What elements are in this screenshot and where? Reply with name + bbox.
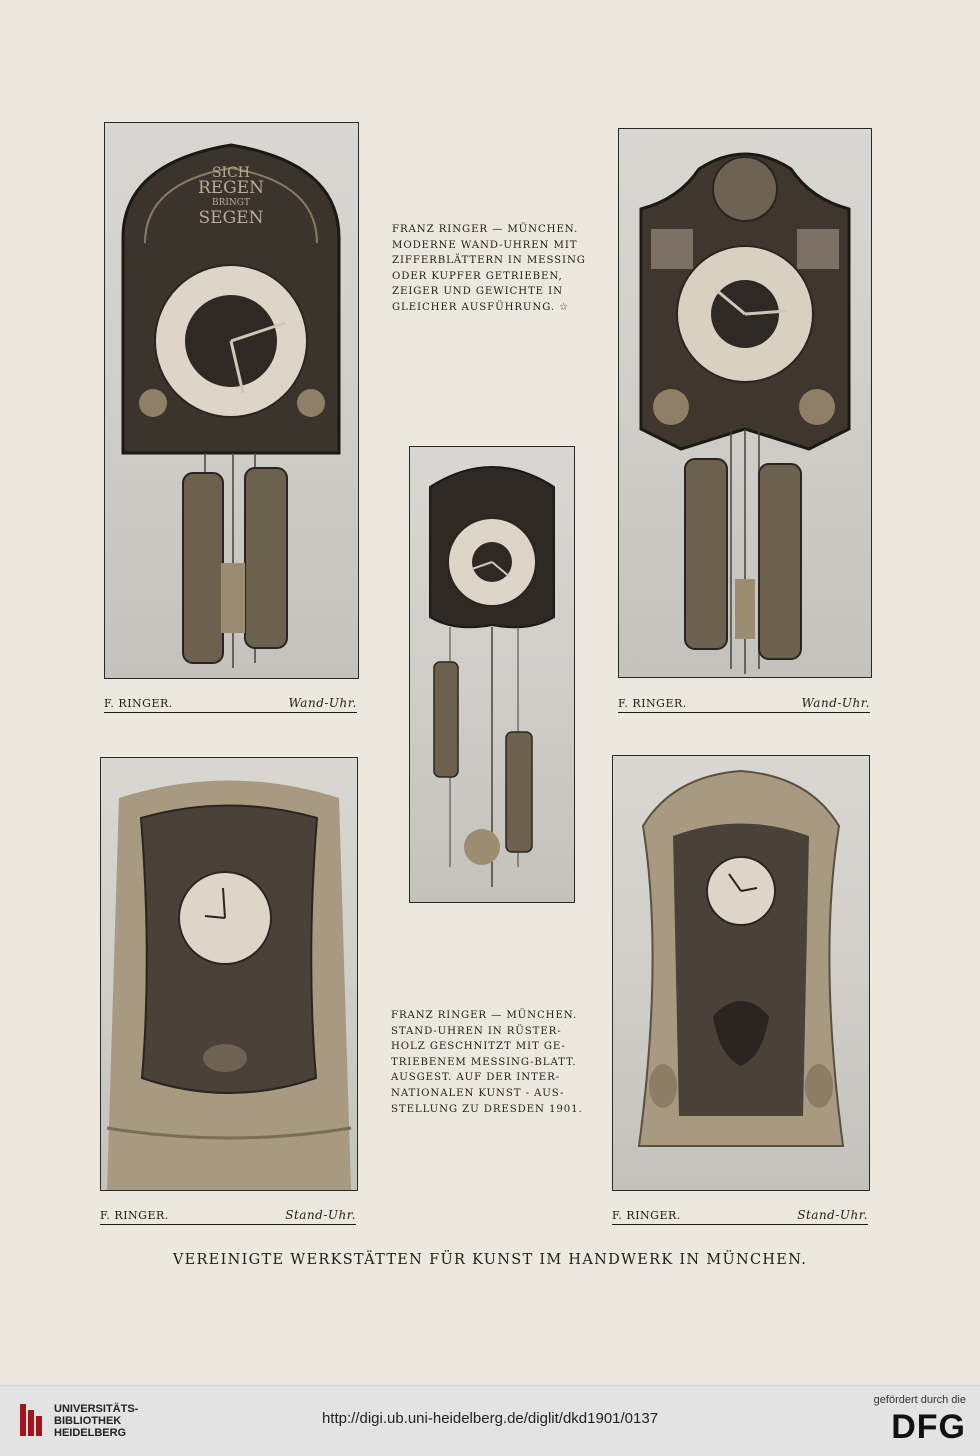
caption-plate-1: F. RINGER. Wand-Uhr. — [104, 694, 357, 713]
university-name-line: HEIDELBERG — [54, 1427, 127, 1439]
text-line: FRANZ RINGER — MÜNCHEN. — [391, 1010, 578, 1021]
caption-type: Stand-Uhr. — [797, 1208, 868, 1222]
photo-wall-clock-1: SICH REGEN BRINGT SEGEN — [104, 122, 359, 679]
text-line: STELLUNG ZU DRESDEN 1901. — [391, 1103, 583, 1115]
university-logo-icon — [20, 1404, 42, 1436]
text-line: AUSGEST. AUF DER INTER- — [391, 1072, 560, 1084]
clock-illustration-4 — [637, 769, 845, 1147]
photo-standing-clock-2 — [612, 755, 870, 1191]
photo-standing-clock-1 — [100, 757, 358, 1191]
caption-maker: F. RINGER. — [104, 696, 173, 710]
clock-illustration-center — [429, 466, 555, 887]
text-line: TRIEBENEM MESSING-BLATT. — [391, 1056, 577, 1068]
text-line: ODER KUPFER GETRIEBEN, — [392, 270, 563, 282]
photo-wall-clock-2 — [618, 128, 872, 678]
dfg-logo: DFG — [891, 1408, 966, 1446]
photo-wall-clock-center — [409, 446, 575, 903]
university-name-line: UNIVERSITÄTS- — [54, 1403, 139, 1415]
caption-type: Wand-Uhr. — [801, 696, 870, 710]
funded-by-label: gefördert durch die — [873, 1394, 966, 1406]
text-line: GLEICHER AUSFÜHRUNG. ☆ — [392, 301, 570, 313]
university-name: UNIVERSITÄTS- BIBLIOTHEK HEIDELBERG — [54, 1403, 138, 1439]
text-line: HOLZ GESCHNITZT MIT GE- — [391, 1041, 566, 1053]
dial-motto-4: SEGEN — [199, 208, 264, 228]
caption-plate-3: F. RINGER. Stand-Uhr. — [100, 1206, 356, 1225]
clock-illustration-2 — [639, 152, 851, 674]
text-line: NATIONALEN KUNST - AUS- — [391, 1087, 565, 1099]
page-footer-title: VEREINIGTE WERKSTÄTTEN FÜR KUNST IM HAND… — [172, 1252, 808, 1268]
clock-illustration-3 — [106, 780, 352, 1190]
text-line: FRANZ RINGER — MÜNCHEN. — [392, 224, 579, 235]
university-name-line: BIBLIOTHEK — [54, 1415, 122, 1427]
text-block-standing-clocks: FRANZ RINGER — MÜNCHEN. STAND-UHREN IN R… — [391, 1008, 583, 1117]
caption-maker: F. RINGER. — [100, 1208, 169, 1222]
text-line: MODERNE WAND-UHREN MIT — [392, 239, 578, 251]
caption-plate-4: F. RINGER. Stand-Uhr. — [612, 1206, 868, 1225]
text-block-wall-clocks: FRANZ RINGER — MÜNCHEN. MODERNE WAND-UHR… — [392, 222, 586, 316]
clock-illustration-1: SICH REGEN BRINGT SEGEN — [121, 143, 341, 668]
caption-maker: F. RINGER. — [618, 696, 687, 710]
text-line: STAND-UHREN IN RÜSTER- — [391, 1025, 562, 1037]
dial-motto-2: REGEN — [198, 178, 264, 198]
caption-type: Stand-Uhr. — [285, 1208, 356, 1222]
caption-type: Wand-Uhr. — [288, 696, 357, 710]
permalink-url[interactable]: http://digi.ub.uni-heidelberg.de/diglit/… — [321, 1410, 659, 1427]
text-line: ZIFFERBLÄTTERN IN MESSING — [392, 255, 586, 267]
viewer-footer-bar: UNIVERSITÄTS- BIBLIOTHEK HEIDELBERG http… — [0, 1385, 980, 1456]
dial-motto-1: SICH — [212, 165, 250, 181]
caption-plate-2: F. RINGER. Wand-Uhr. — [618, 694, 870, 713]
caption-maker: F. RINGER. — [612, 1208, 681, 1222]
document-page: SICH REGEN BRINGT SEGEN F. RINGER. Wand-… — [100, 122, 872, 1268]
text-line: ZEIGER UND GEWICHTE IN — [392, 286, 563, 298]
dial-motto-3: BRINGT — [212, 198, 250, 208]
